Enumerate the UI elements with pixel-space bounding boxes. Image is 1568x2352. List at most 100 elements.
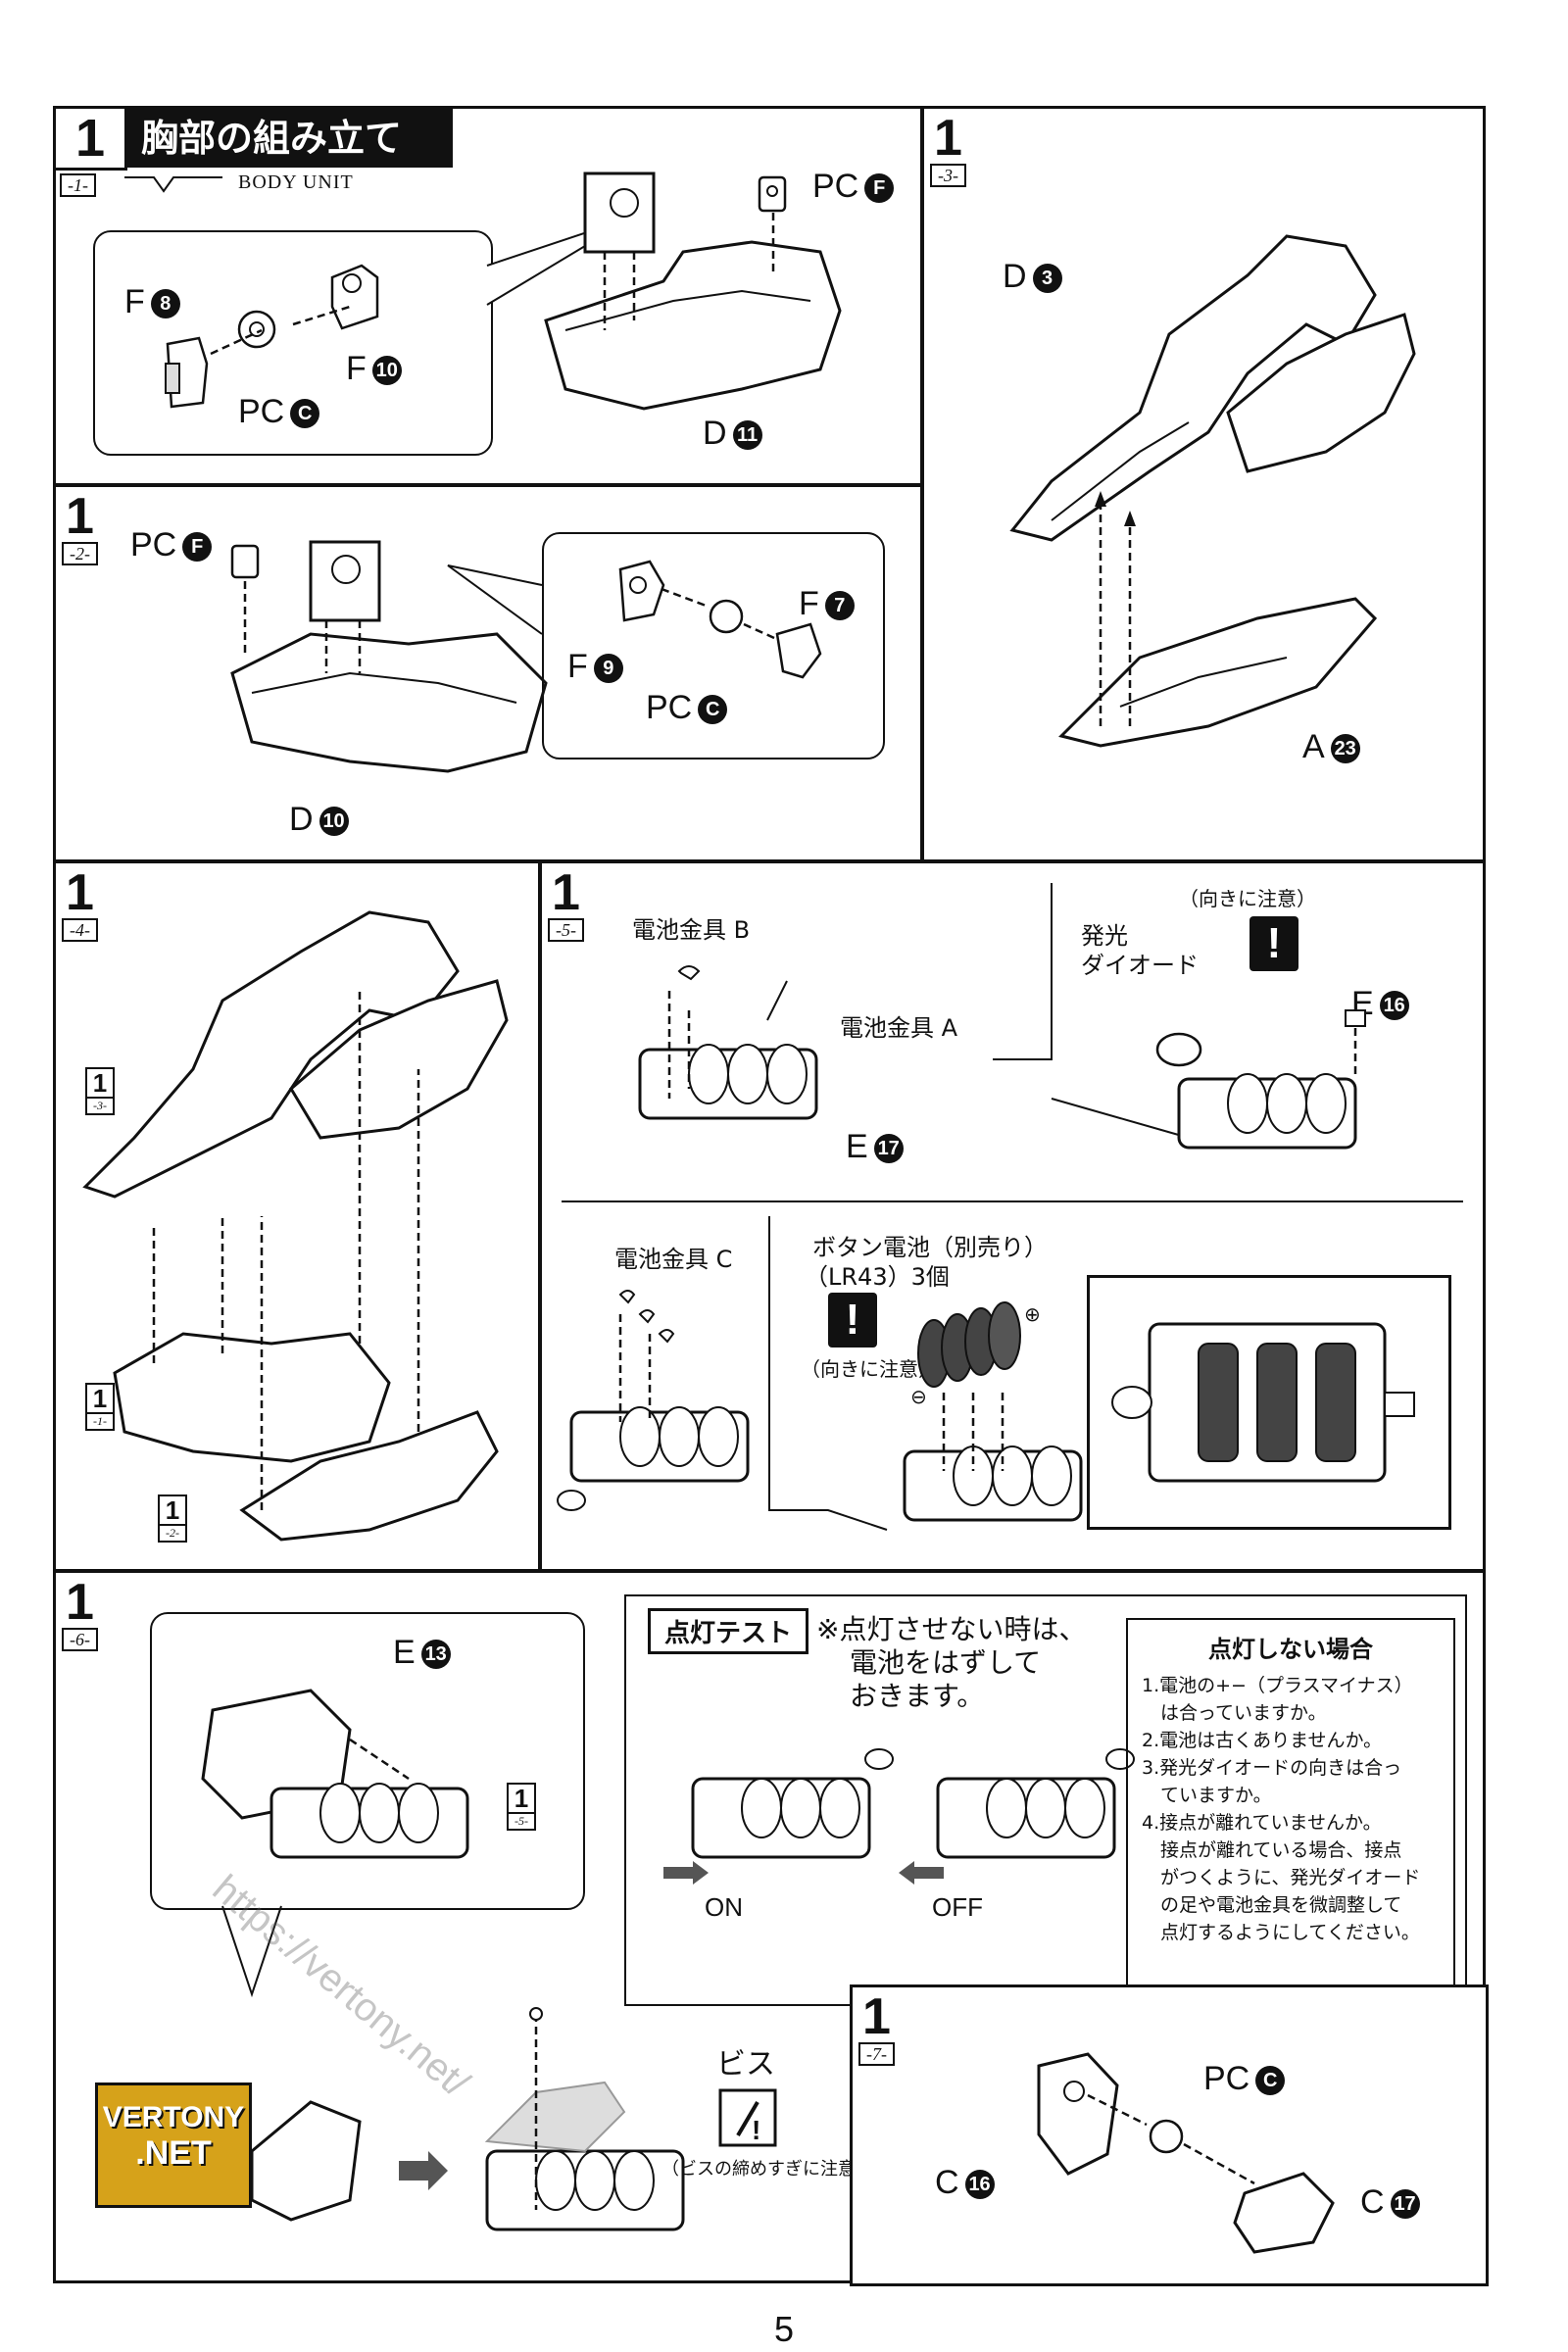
battery-box-off-illustration [899, 1748, 1135, 1885]
caution-icon: ! [1250, 916, 1298, 971]
step-1-5-badge: 1 -5- [548, 867, 584, 942]
part-f8-illustration [165, 336, 209, 409]
troubleshoot-line: 1.電池の+−（プラスマイナス） [1142, 1675, 1413, 1696]
label-screw-caution: （ビスの締めすぎに注意） [662, 2159, 873, 2180]
part-d11-body-illustration [544, 172, 842, 411]
panel-step-1-4: 1 -4- 1-3- 1-1- 1-2- [53, 860, 541, 1572]
caution-icon: ! [828, 1293, 877, 1348]
title-zigzag [124, 176, 222, 193]
troubleshoot-box: 点灯しない場合 1.電池の+−（プラスマイナス） は合っていますか。 2.電池は… [1126, 1618, 1455, 1992]
ref-step-1-3: 1-3- [85, 1067, 115, 1115]
watermark-logo-line1: VERTONY [102, 2101, 245, 2133]
step-1-6-badge: 1 -6- [62, 1577, 98, 1651]
callout-pointer [447, 564, 543, 635]
part-d10-body-illustration [230, 540, 548, 773]
battery-box-led-illustration [1155, 1009, 1366, 1150]
troubleshoot-line: 4.接点が離れていませんか。 [1142, 1812, 1382, 1834]
title-step-number: 1 [56, 109, 127, 171]
light-test-note-2: 電池をはずして [850, 1646, 1042, 1679]
light-test-note-3: おきます。 [850, 1680, 985, 1712]
troubleshoot-title: 点灯しない場合 [1208, 1636, 1373, 1663]
title-jp: 胸部の組み立て [127, 109, 453, 168]
label-minus: ⊖ [910, 1385, 927, 1408]
watermark-logo: VERTONY .NET [95, 2082, 252, 2208]
step-1-4-badge: 1 -4- [62, 867, 98, 942]
part-upper-assembly-illustration [82, 910, 509, 1199]
assembled-unit-illustration [250, 2007, 685, 2231]
battery-box-e17-illustration [638, 965, 818, 1120]
title-en: BODY UNIT [238, 172, 354, 193]
label-button-cell: ボタン電池（別売り） [812, 1234, 1048, 1261]
page-number: 5 [773, 2309, 795, 2349]
troubleshoot-line: 点灯するようにしてください。 [1142, 1922, 1420, 1943]
step-1-2-badge: 1 -2- [62, 491, 98, 565]
label-battery-terminal-c: 電池金具 C [614, 1246, 733, 1273]
part-f9-f7-subassembly-illustration [618, 560, 822, 679]
label-off: OFF [932, 1892, 983, 1922]
button-cells-illustration [917, 1301, 1021, 1388]
part-c16-c17-illustration [1037, 2052, 1335, 2254]
light-test-note-1: ※点灯させない時は、 [816, 1613, 1087, 1645]
part-pc-c-illustration [237, 310, 276, 349]
battery-box-on-illustration [663, 1748, 894, 1885]
assembly-arrows-3 [1095, 491, 1136, 726]
label-plus: ⊕ [1024, 1302, 1041, 1326]
troubleshoot-line: 3.発光ダイオードの向きは合っ [1142, 1757, 1402, 1779]
part-f10-illustration [330, 264, 379, 330]
light-test-title: 点灯テスト [648, 1608, 809, 1654]
part-lower-assembly-illustration [113, 991, 499, 1542]
callout-divider-2 [768, 1216, 888, 1531]
troubleshoot-line: 接点が離れている場合、接点 [1142, 1839, 1402, 1861]
label-button-cell-count: （LR43）3個 [805, 1263, 950, 1291]
troubleshoot-line: の足や電池金具を微調整して [1142, 1894, 1402, 1916]
svg-text:!: ! [752, 2115, 760, 2145]
watermark-logo-line2: .NET [135, 2134, 212, 2172]
assembly-arrows-1 [210, 305, 351, 356]
callout-subassembly [542, 532, 885, 760]
title-block: 1 胸部の組み立て -1- BODY UNIT [56, 109, 453, 199]
label-on: ON [705, 1892, 743, 1922]
troubleshoot-line: ていますか。 [1142, 1785, 1272, 1806]
callout-subassembly [150, 1612, 585, 1910]
part-a23-lower-shell-illustration [1058, 597, 1378, 748]
title-sub: -1- [60, 173, 96, 197]
callout-pointer [221, 1905, 282, 1998]
label-led-caution: （向きに注意） [1179, 887, 1316, 910]
battery-box-cells-illustration [903, 1393, 1083, 1522]
part-d3-upper-body-illustration [1009, 234, 1416, 542]
label-screw: ビス [716, 2047, 775, 2082]
part-e13-cover-illustration [201, 1689, 469, 1859]
troubleshoot-line: は合っていますか。 [1142, 1702, 1327, 1724]
troubleshoot-line: がつくように、発光ダイオード [1142, 1867, 1421, 1888]
troubleshoot-line: 2.電池は古くありませんか。 [1142, 1730, 1383, 1751]
ref-step-1-5: 1-5- [507, 1783, 536, 1831]
step-1-3-badge: 1 -3- [930, 113, 966, 187]
label-cell-caution: （向きに注意） [801, 1357, 938, 1381]
battery-box-terminal-c-illustration [557, 1290, 750, 1511]
part-pc-f-illustration [758, 175, 787, 213]
label-led-line1: 発光 [1081, 922, 1128, 950]
ref-step-1-2: 1-2- [158, 1494, 187, 1543]
ref-step-1-1: 1-1- [85, 1383, 115, 1431]
